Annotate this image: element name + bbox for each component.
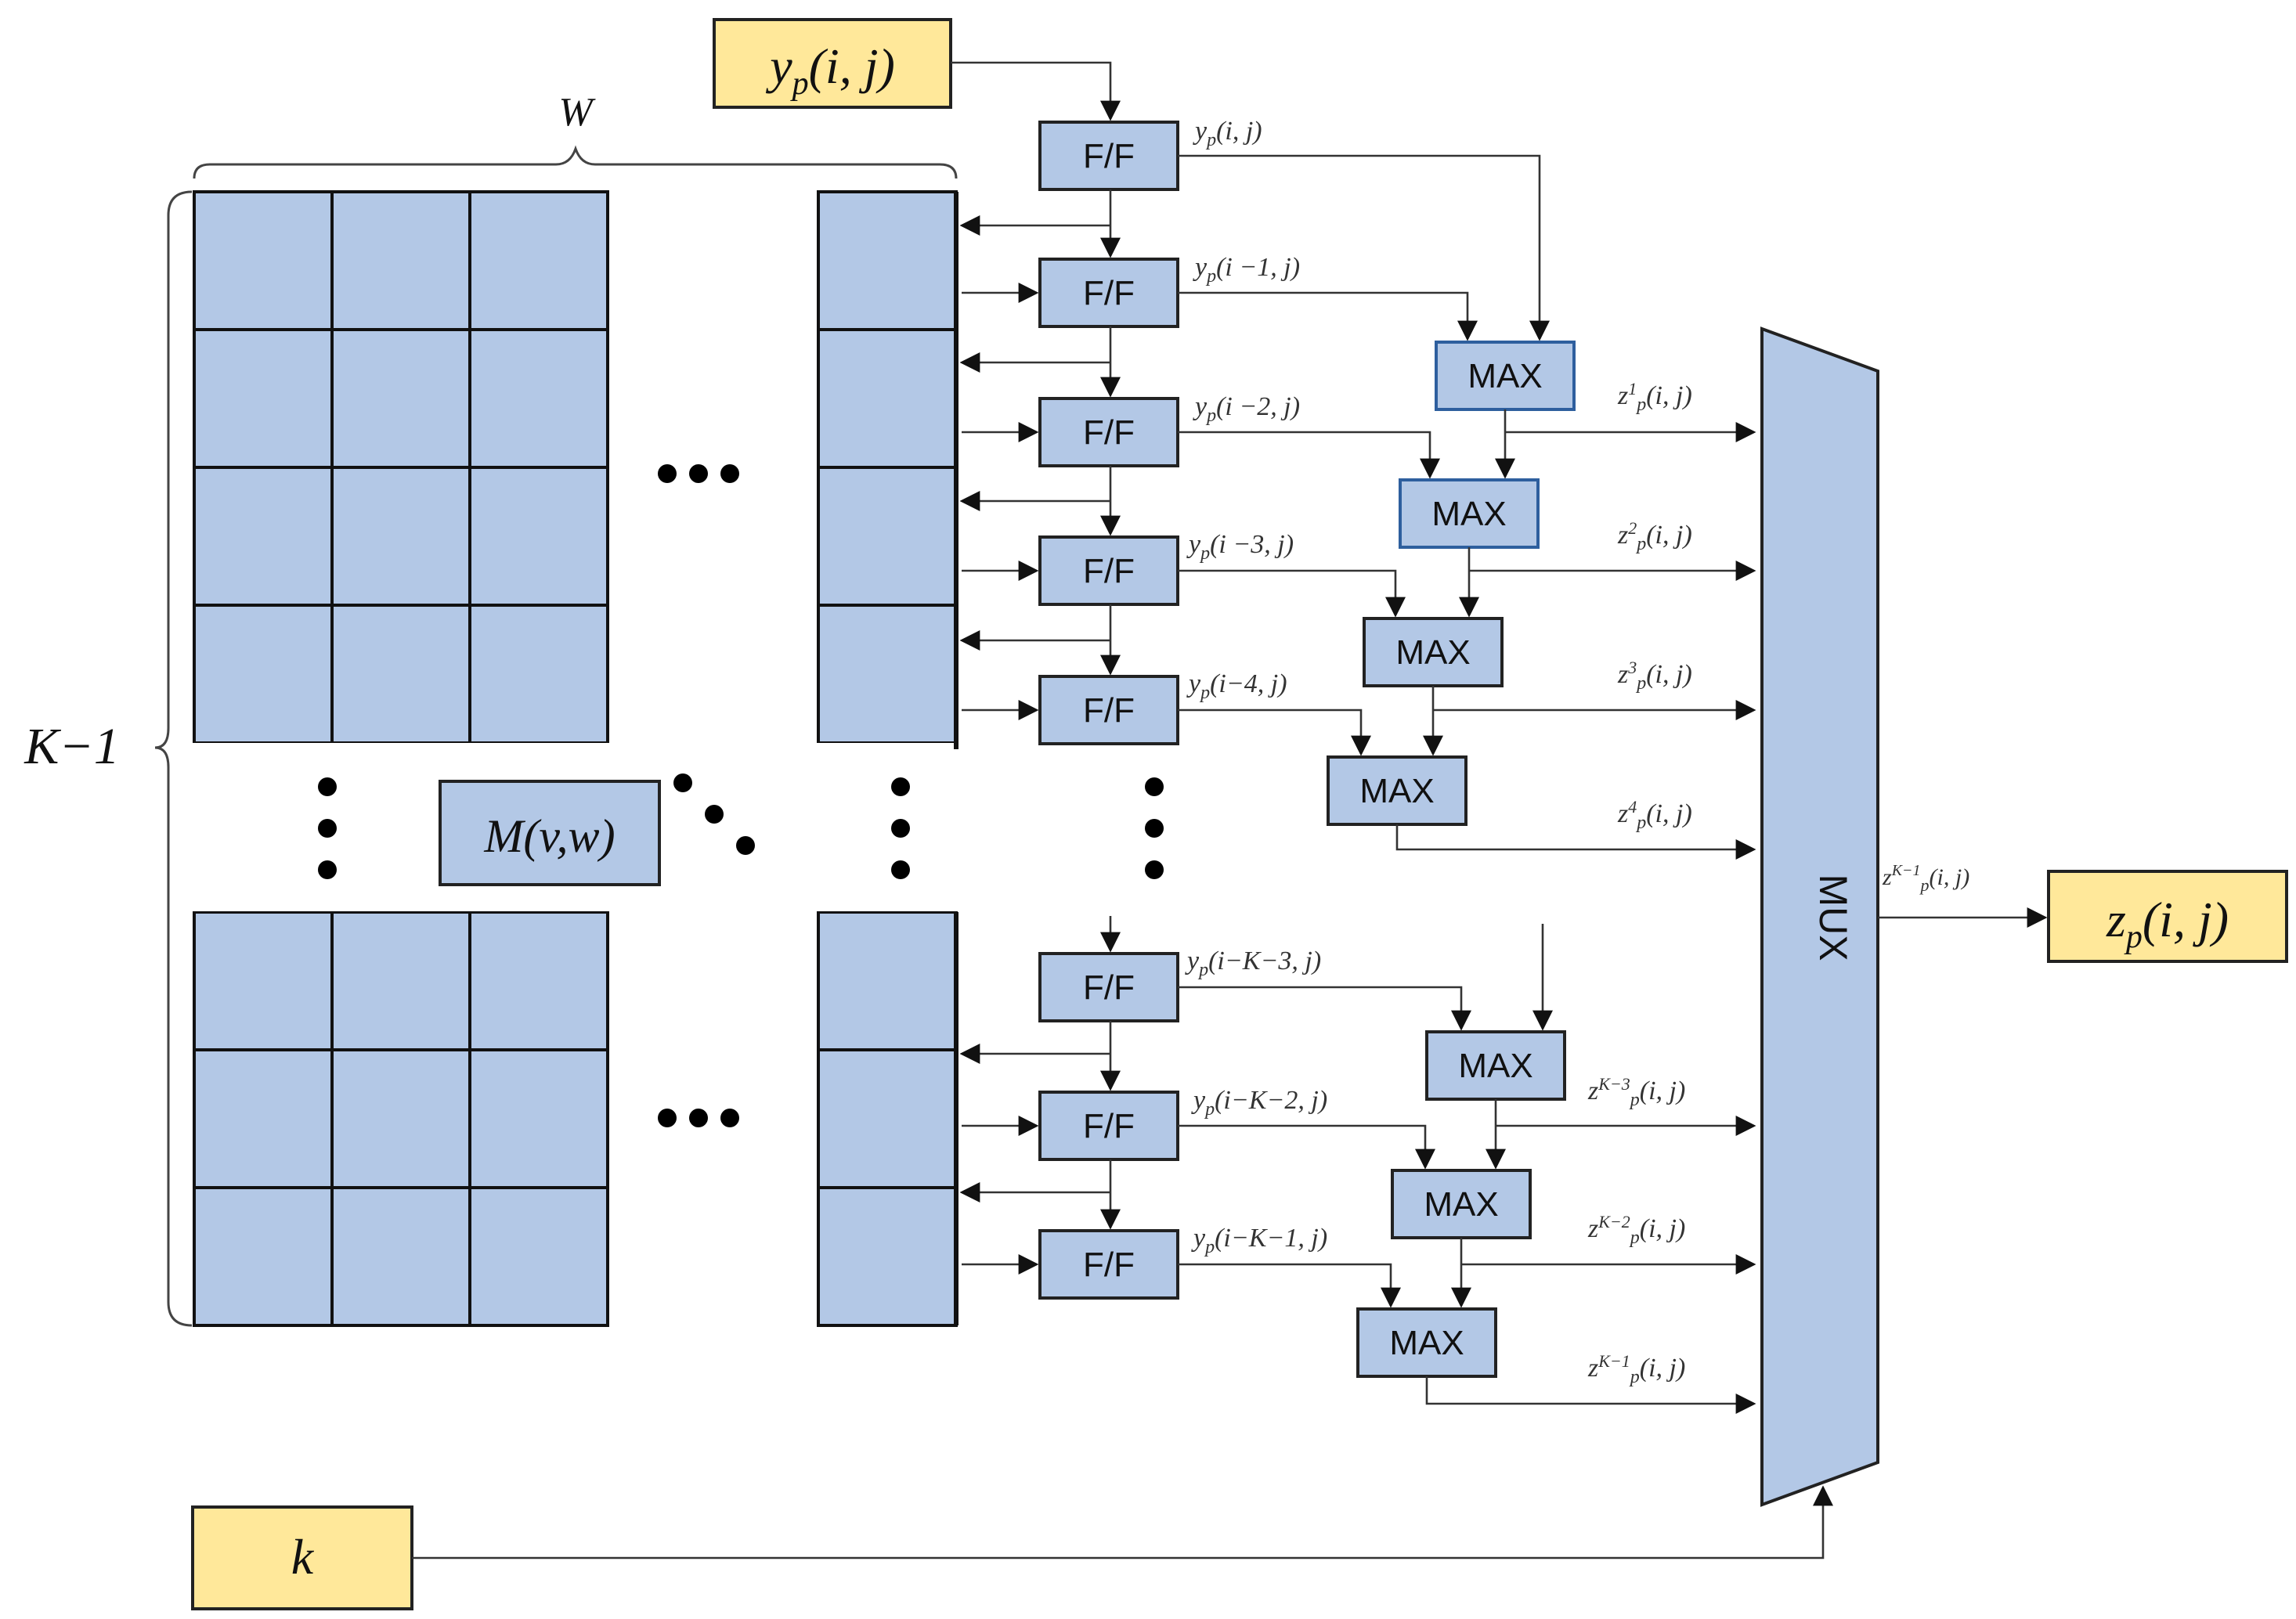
memory-cell-last-col <box>817 1048 958 1189</box>
memory-cell <box>468 190 609 331</box>
input-k-label: k <box>291 1529 315 1585</box>
flipflop-7 <box>1038 1091 1179 1161</box>
svg-text:z4p(i, j): z4p(i, j) <box>1617 797 1692 833</box>
flipflop-8 <box>1038 1229 1179 1300</box>
memory-cell <box>193 604 334 745</box>
memory-cell <box>330 190 471 331</box>
input-y-label: yp(i, j) <box>765 38 895 102</box>
memory-cell <box>330 1048 471 1189</box>
input-k-box <box>191 1505 413 1610</box>
svg-text:MAX: MAX <box>1424 1185 1498 1224</box>
svg-text:F/F: F/F <box>1083 413 1135 452</box>
memory-cell <box>330 1186 471 1327</box>
max-unit-6 <box>1391 1169 1532 1239</box>
svg-text:yp(i−K−2, j): yp(i−K−2, j) <box>1191 1086 1327 1120</box>
flipflop-chain: F/F F/F F/F F/F F/F F/F F/F F/F <box>1038 121 1179 1300</box>
memory-cell <box>193 328 334 469</box>
svg-text:F/F: F/F <box>1083 274 1135 312</box>
memory-cell <box>468 466 609 607</box>
memory-cell <box>193 1048 334 1189</box>
svg-text:yp(i, j): yp(i, j) <box>1193 117 1262 150</box>
max-unit-2 <box>1399 478 1540 549</box>
svg-text:yp(i−K−1, j): yp(i−K−1, j) <box>1191 1224 1327 1257</box>
max-unit-3 <box>1363 617 1504 687</box>
max-unit-4 <box>1327 755 1467 826</box>
svg-text:zK−2p(i, j): zK−2p(i, j) <box>1587 1212 1685 1248</box>
memory-cell-label-box <box>439 780 661 886</box>
ff-to-max-wires <box>1178 154 1553 1308</box>
memory-cell <box>330 466 471 607</box>
memory-cell-last-col <box>817 604 958 745</box>
memory-cell-label: M(v,w) <box>483 810 615 862</box>
memory-cell <box>193 466 334 607</box>
svg-text:z2p(i, j): z2p(i, j) <box>1617 518 1692 554</box>
height-label: K−1 <box>23 718 120 775</box>
memory-cell <box>468 1048 609 1189</box>
width-label: W <box>558 90 596 135</box>
flipflop-3 <box>1038 397 1179 467</box>
memory-cell <box>330 910 471 1051</box>
max-unit-5 <box>1425 1030 1566 1101</box>
flipflop-1 <box>1038 121 1179 191</box>
output-z-label: zp(i, j) <box>2106 892 2229 955</box>
memory-cell <box>193 190 334 331</box>
svg-text:yp(i−K−3, j): yp(i−K−3, j) <box>1185 947 1321 980</box>
input-y-box <box>713 18 952 109</box>
svg-text:MAX: MAX <box>1359 772 1434 810</box>
flipflop-signal-labels: yp(i, j) yp(i −1, j) yp(i −2, j) yp(i −3… <box>1185 117 1327 1257</box>
svg-text:z1p(i, j): z1p(i, j) <box>1617 379 1692 415</box>
mux-output-label: zK−1p(i, j) <box>1882 862 1969 895</box>
height-brace: K−1 <box>23 190 193 1327</box>
svg-text:F/F: F/F <box>1083 552 1135 590</box>
memory-cell-last-col <box>817 1186 958 1327</box>
memory-cell <box>468 1186 609 1327</box>
max-unit-1 <box>1435 341 1576 411</box>
svg-text:F/F: F/F <box>1083 968 1135 1007</box>
svg-text:yp(i−4, j): yp(i−4, j) <box>1186 669 1287 703</box>
flipflop-2 <box>1038 258 1179 328</box>
memory-cell <box>468 604 609 745</box>
svg-text:zK−3p(i, j): zK−3p(i, j) <box>1587 1074 1685 1110</box>
svg-text:yp(i −2, j): yp(i −2, j) <box>1193 392 1300 426</box>
max-output-labels: z1p(i, j) z2p(i, j) z3p(i, j) z4p(i, j) … <box>1587 379 1692 1387</box>
memory-cell <box>468 328 609 469</box>
memory-cell <box>468 910 609 1051</box>
memory-cell <box>193 910 334 1051</box>
memory-cell-last-col <box>817 190 958 331</box>
svg-text:F/F: F/F <box>1083 137 1135 175</box>
svg-text:z3p(i, j): z3p(i, j) <box>1617 658 1692 694</box>
svg-text:F/F: F/F <box>1083 1107 1135 1145</box>
svg-text:F/F: F/F <box>1083 1246 1135 1284</box>
memory-cell-last-col <box>817 910 958 1051</box>
svg-text:MAX: MAX <box>1389 1324 1464 1362</box>
memory-cell <box>330 604 471 745</box>
svg-text:MAX: MAX <box>1467 357 1542 395</box>
svg-text:yp(i −3, j): yp(i −3, j) <box>1186 530 1294 564</box>
mux-label: MUX <box>1811 874 1855 961</box>
mux-block <box>1760 326 1879 1507</box>
svg-text:MAX: MAX <box>1458 1047 1532 1085</box>
memory-cell <box>193 1186 334 1327</box>
svg-text:MAX: MAX <box>1395 633 1470 672</box>
svg-text:MAX: MAX <box>1431 495 1506 533</box>
flipflop-6 <box>1038 952 1179 1022</box>
output-z-box <box>2047 870 2288 963</box>
memory-cell-last-col <box>817 328 958 469</box>
ellipsis-dots <box>318 464 1164 1127</box>
svg-text:zK−1p(i, j): zK−1p(i, j) <box>1587 1351 1685 1387</box>
width-brace: W <box>193 90 958 179</box>
memory-grid <box>188 190 963 1327</box>
svg-text:F/F: F/F <box>1083 691 1135 730</box>
memory-cell-last-col <box>817 466 958 607</box>
chain-wires <box>959 189 1121 1275</box>
svg-text:yp(i −1, j): yp(i −1, j) <box>1193 253 1300 287</box>
max-to-mux-wires <box>1395 422 1756 1414</box>
memory-cell <box>330 328 471 469</box>
max-units: MAX MAX MAX MAX MAX MAX MAX <box>1327 341 1576 1378</box>
